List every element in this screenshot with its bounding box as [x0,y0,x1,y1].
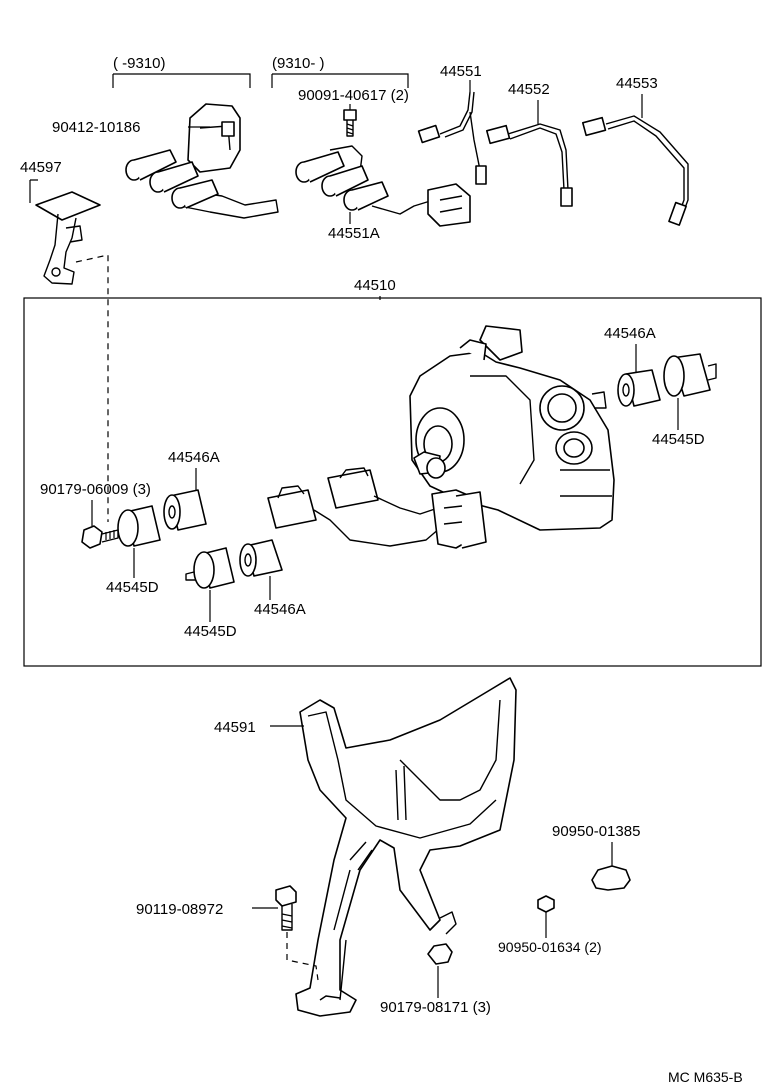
mount-44545D-left[interactable] [117,505,161,547]
label-44546A-right: 44546A [604,325,656,342]
label-44553: 44553 [616,75,658,92]
plug-90950-01385[interactable] [591,865,631,891]
label-90179-06009: 90179-06009 (3) [40,481,151,498]
label-44545D-left: 44545D [106,579,159,596]
label-90091-40617: 90091-40617 (2) [298,87,409,104]
diagram-code: MC M635-B [668,1069,743,1085]
harness-44551A[interactable] [295,145,471,227]
label-44546A-bottom: 44546A [254,601,306,618]
nut-90950-01634[interactable] [537,895,555,913]
label-90950-01385: 90950-01385 [552,823,640,840]
bolt-90091-40617[interactable] [343,109,357,137]
bolt-90119-08972[interactable] [275,885,297,931]
actuator-assy-box-44510 [23,297,762,667]
label-44546A-left: 44546A [168,449,220,466]
range-bracket-after: (9310- ) [271,55,409,88]
range-label-after: (9310- ) [272,55,325,72]
abs-actuator-44510[interactable] [409,325,615,531]
cushion-44546A-bottom[interactable] [239,539,283,577]
bracket-44591[interactable] [295,677,517,1017]
label-44545D-right: 44545D [652,431,705,448]
cushion-44546A-left[interactable] [163,489,207,531]
range-label-before: ( -9310) [113,55,166,72]
label-44510: 44510 [354,277,396,294]
brake-tube-44553[interactable] [581,115,689,226]
mount-44545D-right[interactable] [663,353,717,397]
nut-90179-06009[interactable] [81,525,119,549]
brake-tube-44551[interactable] [417,91,487,185]
harness-before-9310[interactable] [125,103,279,219]
mount-44545D-bottom[interactable] [185,547,235,589]
label-90179-08171: 90179-08171 (3) [380,999,491,1016]
wire-harness-connectors[interactable] [267,467,487,549]
label-44552: 44552 [508,81,550,98]
label-44545D-bottom: 44545D [184,623,237,640]
label-44551: 44551 [440,63,482,80]
grommet-90179-08171[interactable] [427,943,453,965]
label-90119-08972: 90119-08972 [136,901,223,918]
label-90950-01634: 90950-01634 (2) [498,939,602,955]
range-bracket-before: ( -9310) [112,55,251,88]
label-44551A: 44551A [328,225,380,242]
label-44597: 44597 [20,159,62,176]
label-90412-10186: 90412-10186 [52,119,140,136]
cushion-44546A-right[interactable] [617,369,661,407]
brake-tube-44552[interactable] [485,123,573,207]
clip-44597[interactable] [29,179,101,285]
label-44591: 44591 [214,719,256,736]
